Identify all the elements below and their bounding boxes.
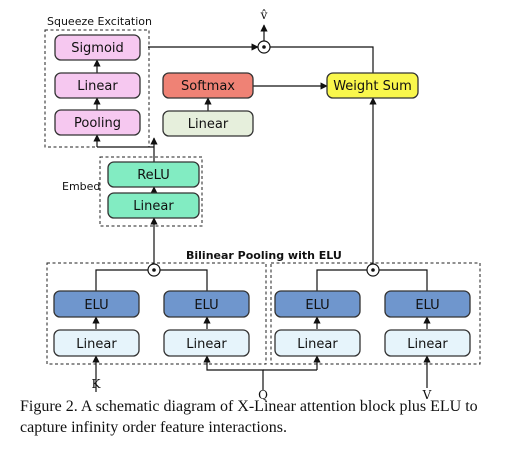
left-bilinear-mult-node	[147, 263, 161, 277]
relu-block	[107, 161, 200, 188]
weight-sum-label: Weight Sum	[333, 79, 412, 94]
bilinear-group-right	[270, 262, 481, 365]
elu-4-label: ELU	[415, 298, 439, 313]
squeeze-excitation-group	[44, 29, 150, 148]
elu-3-to-right-mult	[316, 269, 367, 291]
linear-4-label: Linear	[407, 337, 448, 352]
embed-group	[99, 156, 203, 227]
elu-2-to-left-mult	[160, 269, 208, 291]
output-mult-node	[257, 40, 271, 54]
sigmoid-label: Sigmoid	[71, 41, 124, 56]
q-input-label: Q	[258, 388, 268, 402]
embed-linear-label: Linear	[133, 199, 174, 214]
weight-sum-block	[326, 72, 419, 99]
embed-label: Embed	[62, 180, 100, 193]
softmax-block	[162, 72, 254, 99]
se-linear-block	[54, 72, 141, 99]
linear-block-4	[384, 329, 471, 357]
relu-label: ReLU	[137, 168, 170, 183]
elu-block-3	[274, 290, 361, 318]
pooling-label: Pooling	[74, 116, 121, 131]
embed-linear-block	[107, 192, 200, 219]
elu-1-to-left-mult	[95, 269, 148, 291]
linear-2-label: Linear	[186, 337, 227, 352]
attn-linear-label: Linear	[188, 117, 229, 132]
output-v-hat-label: v̂	[260, 8, 268, 22]
connectors	[92, 24, 431, 392]
linear-3-label: Linear	[297, 337, 338, 352]
linear-1-label: Linear	[76, 337, 117, 352]
bilinear-group-left	[46, 262, 267, 365]
weight-sum-to-output-mult	[270, 46, 374, 73]
linear-block-2	[163, 329, 250, 357]
elu-block-4	[384, 290, 471, 318]
linear-block-1	[53, 329, 140, 357]
pooling-block	[54, 109, 141, 136]
elu-3-label: ELU	[305, 298, 329, 313]
attn-linear-block	[162, 110, 254, 137]
linear-block-3	[274, 329, 361, 357]
elu-1-label: ELU	[84, 298, 108, 313]
se-linear-label: Linear	[77, 79, 118, 94]
elu-2-label: ELU	[194, 298, 218, 313]
q-to-left-linear-arrow	[203, 355, 264, 390]
figure-caption: Figure 2. A schematic diagram of X-Linea…	[20, 398, 478, 436]
right-bilinear-mult-node	[366, 263, 380, 277]
k-input-label: K	[92, 377, 102, 391]
v-input-label: V	[422, 388, 432, 402]
elu-block-1	[53, 290, 140, 318]
elu-block-2	[163, 290, 250, 318]
sigmoid-block	[54, 34, 141, 61]
softmax-label: Softmax	[181, 79, 235, 94]
elu-4-to-right-mult	[379, 269, 428, 291]
bilinear-pooling-label: Bilinear Pooling with ELU	[186, 249, 342, 262]
squeeze-excitation-label: Squeeze Excitation	[47, 15, 152, 28]
